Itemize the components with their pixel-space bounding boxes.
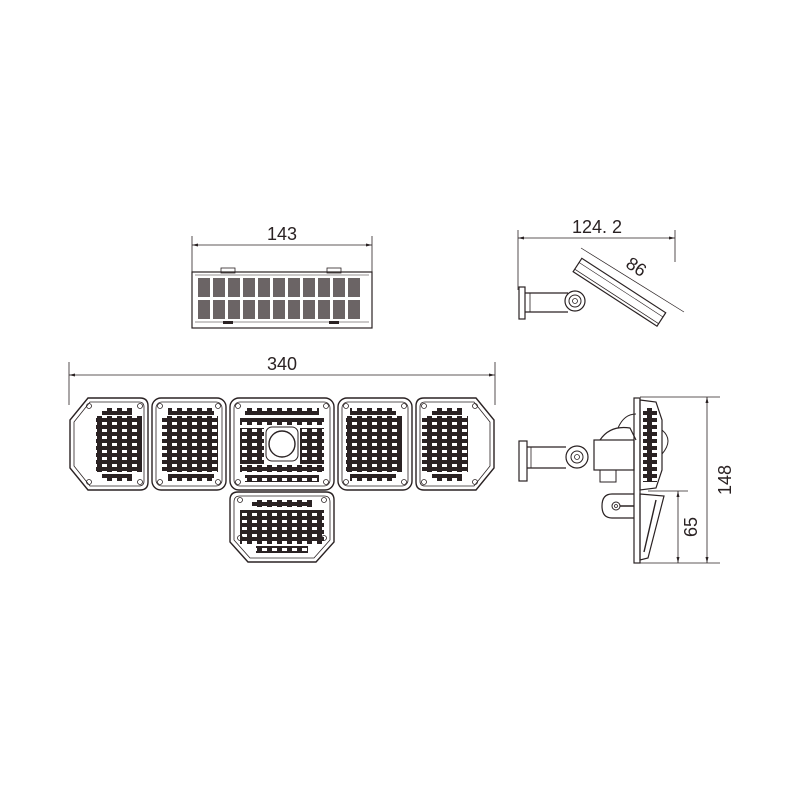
- motion-sensor-icon: [268, 430, 296, 458]
- dimension-label-124-2: 124. 2: [572, 217, 622, 237]
- dimension-143: 143: [191, 224, 373, 272]
- dimension-label-340: 340: [267, 354, 297, 374]
- lamp-head-bottom: [229, 491, 335, 563]
- solar-panel-top-view: 143: [191, 224, 373, 329]
- dimension-124-2: 124. 2: [517, 217, 676, 290]
- dimension-340: 340: [68, 354, 496, 405]
- dimension-label-143: 143: [267, 224, 297, 244]
- solar-panel-side-view: 124. 2 86: [517, 217, 685, 328]
- lamp-head-5: [415, 397, 495, 491]
- lamp-front-view: 340: [68, 354, 496, 563]
- lamp-side-view: 148 65: [518, 396, 735, 564]
- dimension-65: 65: [648, 490, 701, 563]
- dimension-148: 148: [640, 396, 735, 564]
- lamp-head-4: [337, 397, 413, 491]
- dimension-label-148: 148: [715, 465, 735, 495]
- solar-cells: [198, 278, 360, 319]
- dimension-label-65: 65: [681, 517, 701, 537]
- lamp-head-center: [229, 397, 335, 491]
- lamp-head-2: [151, 397, 227, 491]
- lamp-head-1: [69, 397, 149, 491]
